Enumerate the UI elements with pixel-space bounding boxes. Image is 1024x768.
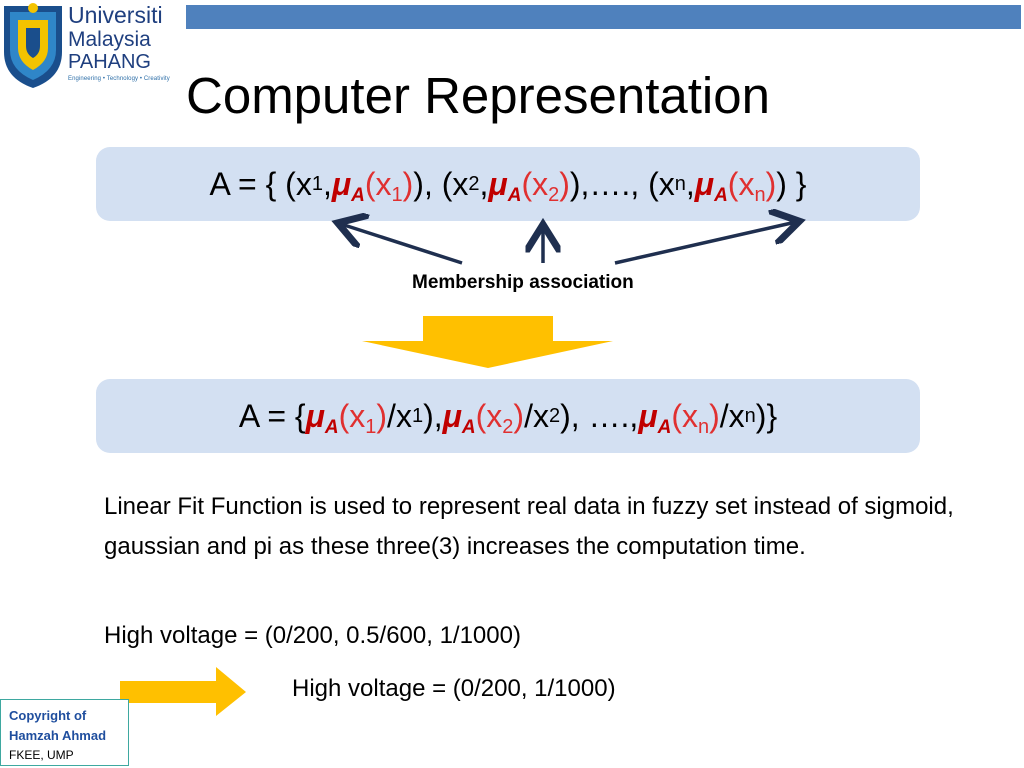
copyright-line-1: Copyright of <box>9 708 87 723</box>
logo-wordmark: Universiti Malaysia PAHANG Engineering •… <box>68 2 170 83</box>
copyright-line-2: Hamzah Ahmad <box>9 728 107 743</box>
logo-line-2: Malaysia <box>68 28 151 51</box>
down-arrow-icon <box>362 316 613 368</box>
membership-association-label: Membership association <box>412 272 634 293</box>
high-voltage-full: High voltage = (0/200, 0.5/600, 1/1000) <box>104 622 521 649</box>
university-logo: Universiti Malaysia PAHANG Engineering •… <box>0 0 185 92</box>
linear-fit-paragraph: Linear Fit Function is used to represent… <box>104 493 954 560</box>
affiliation: FKEE, UMP <box>9 748 74 762</box>
association-arrow-left <box>341 224 463 265</box>
copyright-box: Copyright of Hamzah Ahmad FKEE, UMP <box>0 699 129 766</box>
logo-line-1: Universiti <box>68 2 163 28</box>
logo-emblem-icon <box>4 3 62 88</box>
high-voltage-reduced: High voltage = (0/200, 1/1000) <box>292 675 616 702</box>
logo-tagline: Engineering • Technology • Creativity <box>68 76 170 82</box>
header-bar <box>186 5 1021 29</box>
slide-title: Computer Representation <box>186 67 770 124</box>
association-arrow-right <box>614 222 796 265</box>
right-arrow-icon <box>120 667 246 716</box>
logo-line-3: PAHANG <box>68 51 151 73</box>
